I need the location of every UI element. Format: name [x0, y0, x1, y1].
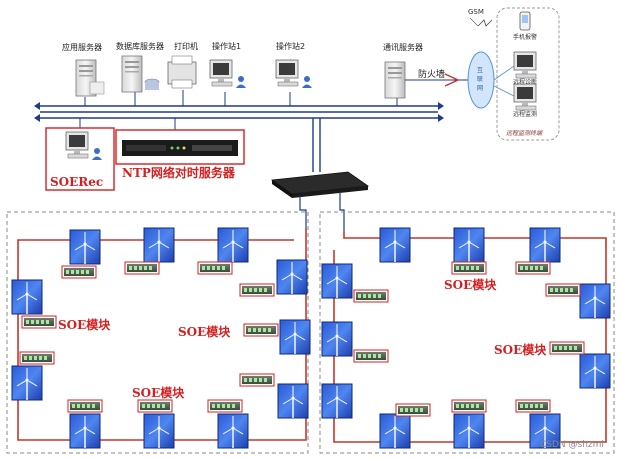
comm-server	[384, 61, 406, 99]
label-gsm: GSM	[468, 8, 484, 16]
label-soe-5: SOE模块	[494, 343, 547, 357]
workstation-1	[209, 59, 246, 88]
label-remote-diag: 远程诊断	[513, 79, 538, 86]
label-comm-server: 通讯服务器	[383, 43, 423, 52]
firewall-link	[405, 73, 468, 87]
remote-terminal-box	[493, 7, 560, 141]
server-drops	[79, 90, 398, 172]
core-switch	[270, 171, 370, 198]
label-soe-2: SOE模块	[178, 325, 231, 339]
db-server	[121, 55, 160, 93]
soerec-box	[45, 127, 115, 191]
watermark: CSDN @shzml	[540, 440, 604, 450]
printer	[167, 55, 197, 89]
label-soe-3: SOE模块	[132, 386, 185, 400]
field-region-right	[319, 211, 615, 454]
label-workstation-1: 操作站1	[212, 42, 242, 51]
turbines-left	[11, 227, 311, 449]
app-server	[75, 59, 105, 97]
ntp-box	[115, 129, 245, 165]
label-internet: 互联网	[477, 67, 484, 92]
label-printer: 打印机	[174, 42, 198, 51]
label-db-server: 数据库服务器	[116, 42, 164, 51]
label-app-server: 应用服务器	[62, 43, 102, 52]
turbines-right	[321, 227, 611, 449]
lan-bus	[34, 102, 444, 122]
label-soe-1: SOE模块	[58, 318, 111, 332]
label-ntp: NTP网络对时服务器	[122, 166, 235, 180]
label-phone-alarm: 手机报警	[513, 34, 538, 41]
label-soerec: SOERec	[50, 175, 104, 189]
gsm-link	[469, 17, 493, 27]
label-workstation-2: 操作站2	[276, 42, 306, 51]
workstation-2	[275, 59, 312, 88]
ring-loop-left	[17, 228, 307, 441]
label-firewall: 防火墙	[418, 70, 446, 80]
label-remote-monitor: 远程监测	[513, 111, 538, 118]
switch-links	[299, 192, 345, 232]
label-remote-terminal: 远程监测终端	[506, 130, 543, 137]
label-soe-4: SOE模块	[444, 278, 497, 292]
